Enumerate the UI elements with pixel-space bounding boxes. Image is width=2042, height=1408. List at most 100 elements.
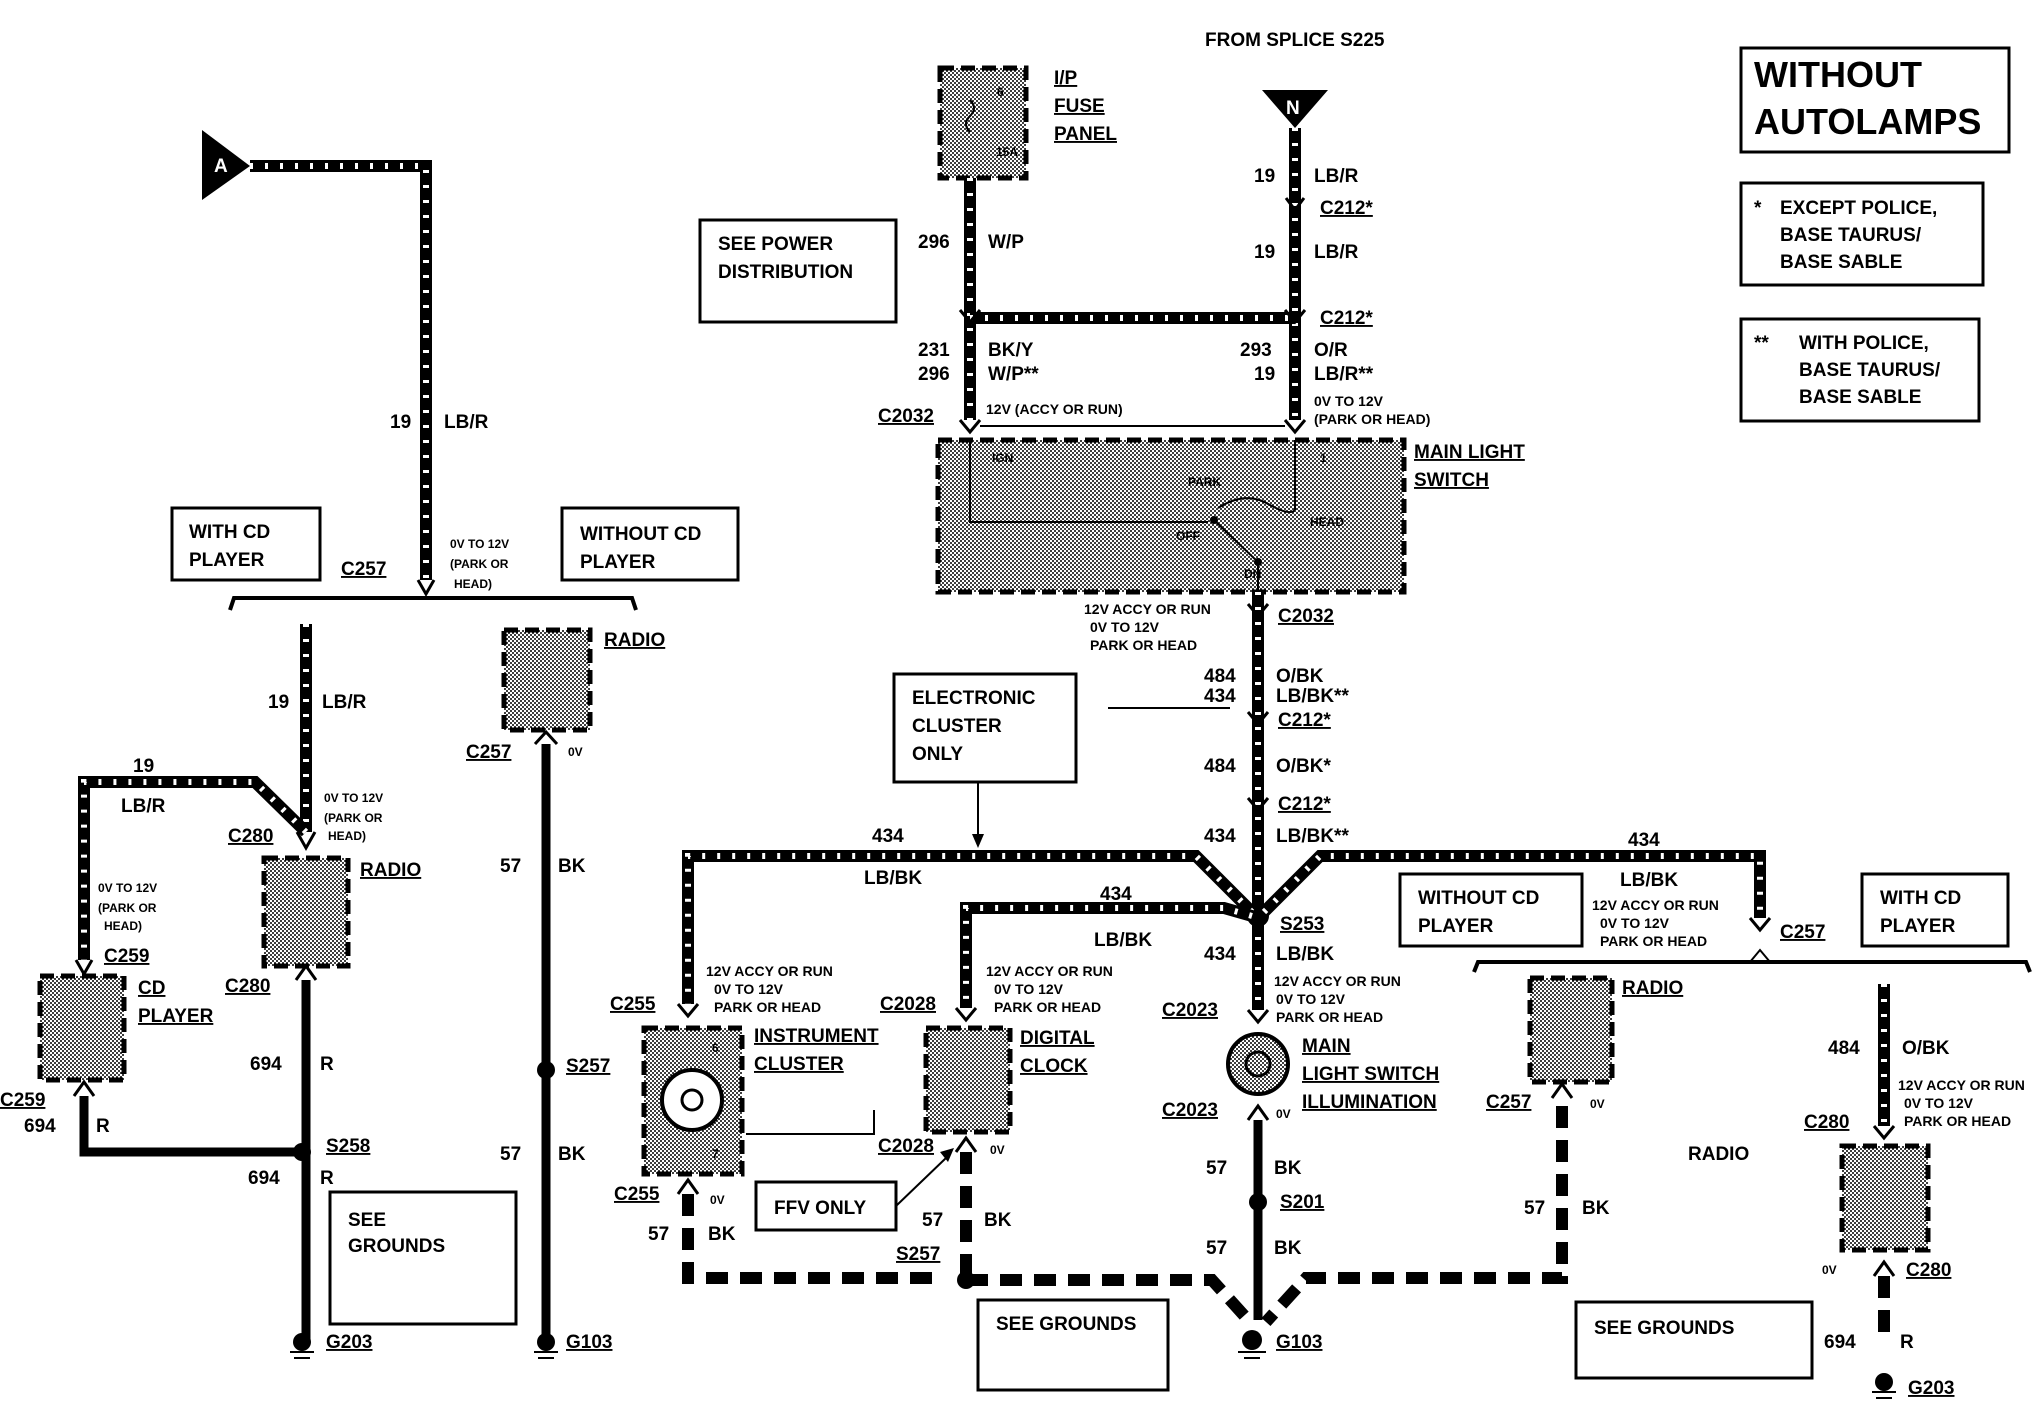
svg-text:694: 694 [250,1054,282,1075]
svg-text:I/P: I/P [1054,68,1078,89]
svg-text:C255: C255 [614,1184,660,1205]
svg-text:MAIN LIGHT: MAIN LIGHT [1414,442,1525,463]
svg-text:484: 484 [1204,666,1236,687]
note-double-star-box: ** WITH POLICE, BASE TAURUS/ BASE SABLE [1739,317,1981,423]
svg-text:C212*: C212* [1278,794,1331,815]
svg-text:434: 434 [1204,826,1236,847]
svg-text:434: 434 [1628,830,1660,851]
svg-text:WITH POLICE,: WITH POLICE, [1799,333,1929,354]
svg-text:(PARK OR: (PARK OR [324,811,383,825]
svg-text:DISTRIBUTION: DISTRIBUTION [718,262,853,283]
svg-text:C280: C280 [1804,1112,1849,1133]
svg-text:BK: BK [1582,1198,1610,1219]
svg-text:PLAYER: PLAYER [580,552,656,573]
svg-text:BK: BK [984,1210,1012,1231]
svg-text:1: 1 [1320,451,1327,465]
svg-text:SEE: SEE [348,1210,386,1231]
svg-text:C2023: C2023 [1162,1100,1218,1121]
svg-text:C212*: C212* [1278,710,1331,731]
svg-text:0V: 0V [710,1193,725,1207]
svg-text:C257: C257 [1486,1092,1531,1113]
svg-text:12V ACCY OR RUN: 12V ACCY OR RUN [1274,973,1401,989]
radio-right [1527,975,1615,1085]
svg-text:WITH CD: WITH CD [1880,888,1961,909]
svg-text:19: 19 [268,692,289,713]
svg-text:LB/R: LB/R [1314,166,1359,187]
svg-text:O/BK: O/BK [1902,1038,1950,1059]
see-grounds-left: SEE GROUNDS [328,1190,518,1326]
svg-text:12V (ACCY OR RUN): 12V (ACCY OR RUN) [986,401,1123,417]
main-light-switch-illumination: MAIN LIGHT SWITCH ILLUMINATION [1226,1032,1439,1113]
svg-text:PARK OR HEAD: PARK OR HEAD [1090,637,1197,653]
ground-g103-left: G103 [534,1332,612,1359]
svg-text:C2023: C2023 [1162,1000,1218,1021]
svg-text:O/BK: O/BK [1276,666,1324,687]
connector-c259-bottom: C259 [0,1090,45,1111]
svg-text:N: N [1286,98,1300,119]
svg-text:LB/BK**: LB/BK** [1276,686,1349,707]
svg-text:0V: 0V [990,1143,1005,1157]
svg-text:S201: S201 [1280,1192,1325,1213]
svg-text:0V TO 12V: 0V TO 12V [994,981,1064,997]
svg-text:INSTRUMENT: INSTRUMENT [754,1026,879,1047]
svg-text:BK: BK [708,1224,736,1245]
svg-text:LB/R**: LB/R** [1314,364,1374,385]
svg-text:WITH CD: WITH CD [189,522,270,543]
svg-text:LB/BK: LB/BK [1620,870,1678,891]
svg-text:0V: 0V [1590,1097,1605,1111]
svg-text:CLUSTER: CLUSTER [912,716,1002,737]
svg-text:R: R [1900,1332,1914,1353]
svg-text:W/P: W/P [988,232,1024,253]
svg-text:0V TO 12V: 0V TO 12V [450,537,509,551]
instrument-cluster: 6 7 INSTRUMENT CLUSTER [641,1025,879,1177]
svg-text:434: 434 [1100,884,1132,905]
svg-text:S258: S258 [326,1136,370,1157]
svg-text:296: 296 [918,232,950,253]
svg-text:SEE GROUNDS: SEE GROUNDS [996,1314,1136,1335]
svg-text:434: 434 [1204,686,1236,707]
svg-text:694: 694 [1824,1332,1856,1353]
svg-text:0V TO 12V: 0V TO 12V [1276,991,1346,1007]
svg-text:IGN: IGN [992,451,1013,465]
svg-text:OFF: OFF [1176,529,1200,543]
svg-text:BK: BK [1274,1158,1302,1179]
svg-text:57: 57 [500,856,521,877]
digital-clock [923,1025,1013,1135]
svg-text:HEAD): HEAD) [104,919,142,933]
svg-text:C257: C257 [466,742,511,763]
svg-text:LB/R: LB/R [121,796,166,817]
svg-text:6: 6 [712,1041,719,1055]
svg-text:0V: 0V [1822,1263,1837,1277]
svg-text:LB/BK**: LB/BK** [1276,826,1349,847]
svg-text:434: 434 [872,826,904,847]
title-line2: AUTOLAMPS [1754,101,1981,142]
svg-text:CLOCK: CLOCK [1020,1056,1088,1077]
svg-text:434: 434 [1204,944,1236,965]
svg-text:G203: G203 [326,1332,372,1353]
svg-text:BASE SABLE: BASE SABLE [1780,252,1902,273]
svg-text:DIGITAL: DIGITAL [1020,1028,1095,1049]
svg-text:19: 19 [133,756,154,777]
svg-text:RADIO: RADIO [1622,978,1683,999]
svg-text:PANEL: PANEL [1054,124,1117,145]
svg-text:484: 484 [1828,1038,1860,1059]
svg-text:19: 19 [1254,242,1275,263]
svg-text:231: 231 [918,340,950,361]
svg-text:57: 57 [1206,1238,1227,1259]
svg-text:(PARK OR: (PARK OR [98,901,157,915]
svg-text:S257: S257 [896,1244,940,1265]
svg-text:ILLUMINATION: ILLUMINATION [1302,1092,1437,1113]
svg-text:W/P**: W/P** [988,364,1039,385]
svg-text:C2028: C2028 [880,994,936,1015]
svg-text:*: * [1754,198,1762,219]
svg-text:C255: C255 [610,994,656,1015]
svg-text:12V ACCY OR RUN: 12V ACCY OR RUN [1084,601,1211,617]
svg-text:SEE POWER: SEE POWER [718,234,833,255]
svg-text:PLAYER: PLAYER [1418,916,1494,937]
svg-text:19: 19 [1254,166,1275,187]
svg-text:G203: G203 [1908,1378,1954,1399]
svg-text:PARK OR HEAD: PARK OR HEAD [1276,1009,1383,1025]
svg-text:WITHOUT CD: WITHOUT CD [580,524,701,545]
svg-text:CD: CD [138,978,165,999]
svg-text:12V ACCY OR RUN: 12V ACCY OR RUN [986,963,1113,979]
